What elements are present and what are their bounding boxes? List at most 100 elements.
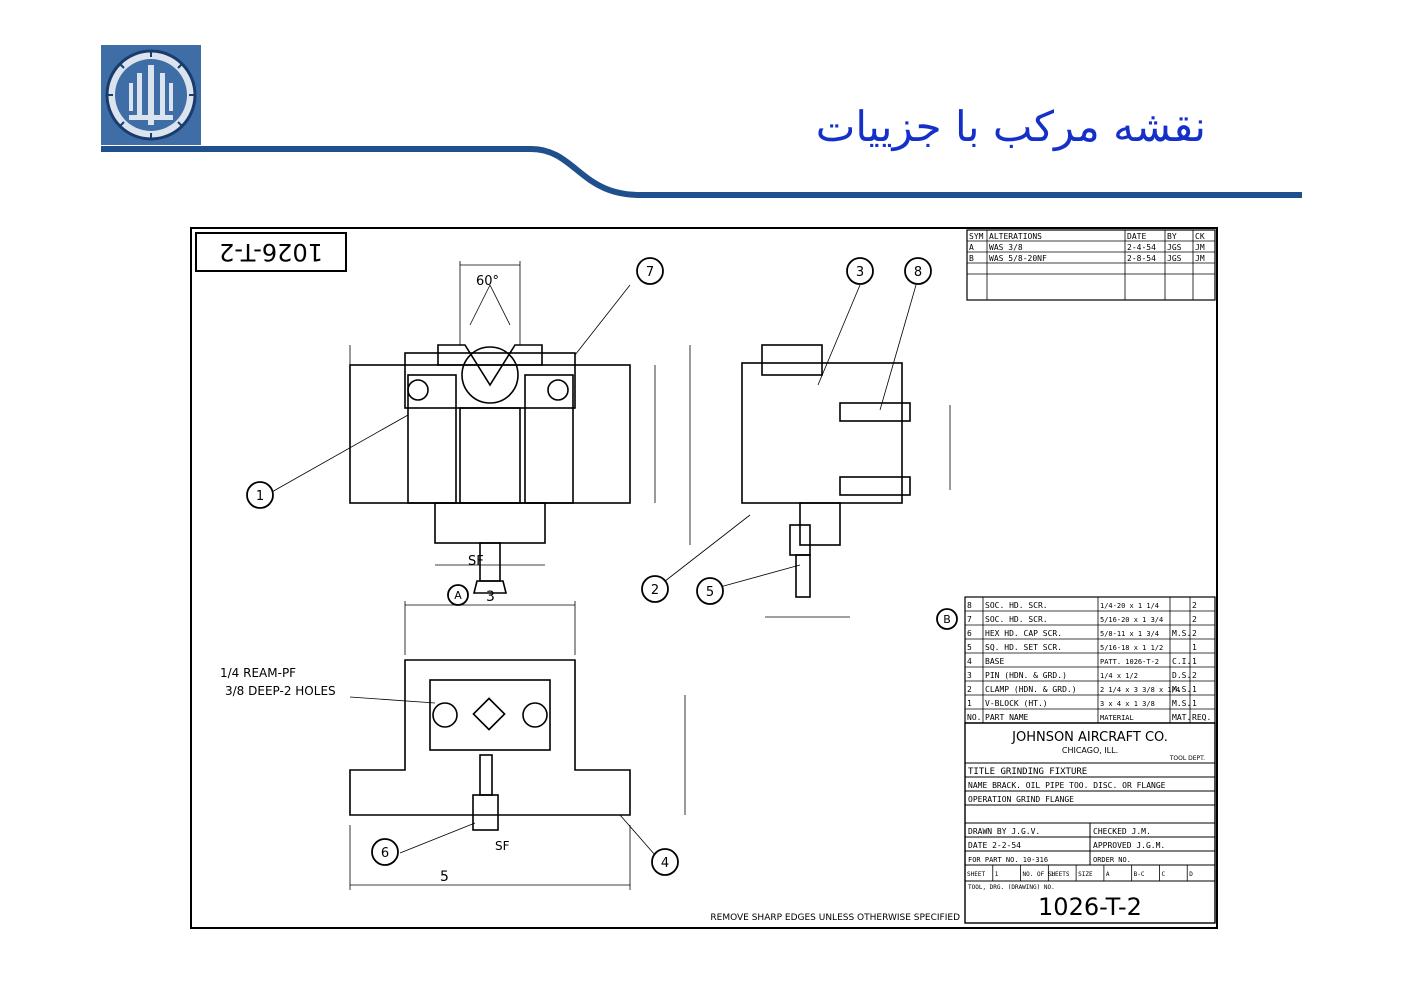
parts-cell: 5/8-11 x 1 3/4 [1100,630,1159,638]
drawing-border [190,227,1218,929]
svg-text:A: A [454,589,462,602]
deep-note: 3/8 DEEP-2 HOLES [225,684,336,698]
revision-header: DATE [1127,232,1146,241]
revision-cell: A [969,243,974,252]
corner-number: 1026-T-2 [219,238,323,266]
for-part: FOR PART NO. 10-316 [968,856,1048,864]
front-view [269,261,656,594]
dim-5: 5 [440,869,449,885]
parts-cell: 8 [967,601,972,610]
parts-cell: 2 1/4 x 3 3/8 x 1/4 [1100,686,1180,694]
revision-cell: 2-4-54 [1127,243,1156,252]
parts-header: MATERIAL [1100,714,1134,722]
parts-header: MAT. [1172,713,1191,722]
assembly-drawing: 1026-T-2 60° SF [190,227,1218,929]
parts-cell: 2 [1192,601,1197,610]
parts-cell: HEX HD. CAP SCR. [985,629,1062,638]
sheet-cell: SHEET [967,871,985,878]
callout-4: 4 [651,848,679,876]
parts-cell: SOC. HD. SCR. [985,601,1048,610]
svg-text:5: 5 [706,585,714,600]
checked-by: CHECKED J.M. [1093,827,1151,836]
parts-cell: 1 [1192,699,1197,708]
tool-label: TOOL, DRG. (DRAWING) NO. [968,884,1055,891]
callout-5: 5 [696,577,724,605]
parts-cell: 1 [967,699,972,708]
sf-note-plan: SF [495,839,510,853]
ream-note: 1/4 REAM-PF [220,666,296,680]
company-city: CHICAGO, ILL. [1062,746,1118,755]
parts-cell: M.S. [1172,685,1191,694]
parts-cell: BASE [985,657,1004,666]
parts-header: NO. [967,713,981,722]
view-label-b: B [936,608,958,630]
revision-cell: JM [1195,254,1205,263]
parts-cell: 1 [1192,657,1197,666]
parts-cell: CLAMP (HDN. & GRD.) [985,685,1077,694]
dept-label: TOOL DEPT. [1169,755,1205,762]
title-line: TITLE GRINDING FIXTURE [968,767,1087,777]
parts-cell: 7 [967,615,972,624]
svg-text:3: 3 [856,265,864,280]
callout-8: 8 [904,257,932,285]
parts-cell: 5/16-18 x 1 1/2 [1100,644,1163,652]
sheet-cell: SIZE [1078,871,1093,878]
svg-text:1: 1 [256,489,264,504]
university-emblem-icon [101,45,201,145]
sheet-cell: 1 [995,871,999,878]
name-line: NAME BRACK. OIL PIPE TOO. DISC. OR FLANG… [968,781,1166,790]
parts-cell: SQ. HD. SET SCR. [985,643,1062,652]
callout-1: 1 [246,481,274,509]
parts-cell: 3 [967,671,972,680]
revision-header: BY [1167,232,1177,241]
sheet-cell: B-C [1134,871,1145,878]
revision-cell: JGS [1167,254,1182,263]
order-no: ORDER NO. [1093,856,1131,864]
parts-cell: PATT. 1026-T-2 [1100,658,1159,666]
parts-cell: 1/4 x 1/2 [1100,672,1138,680]
parts-cell: D.S. [1172,671,1191,680]
revision-cell: JM [1195,243,1205,252]
operation-line: OPERATION GRIND FLANGE [968,795,1074,804]
svg-text:7: 7 [646,265,654,280]
revision-header: CK [1195,232,1205,241]
callout-3: 3 [846,257,874,285]
side-view [659,284,951,618]
parts-cell: V-BLOCK (HT.) [985,699,1048,708]
svg-text:2: 2 [651,583,659,598]
slide-title: نقشه مرکب با جزییات [815,102,1206,151]
view-label-a: A [447,584,469,606]
revision-header: SYM [969,232,984,241]
sheet-cell: D [1189,871,1193,878]
plan-view [349,601,686,890]
parts-header: PART NAME [985,713,1029,722]
parts-cell: 2 [1192,615,1197,624]
parts-cell: C.I. [1172,657,1191,666]
parts-cell: 5 [967,643,972,652]
company-name: JOHNSON AIRCRAFT CO. [1011,730,1168,745]
parts-cell: 1/4-20 x 1 1/4 [1100,602,1159,610]
parts-cell: PIN (HDN. & GRD.) [985,671,1067,680]
footer-note: REMOVE SHARP EDGES UNLESS OTHERWISE SPEC… [710,913,960,923]
parts-cell: 3 x 4 x 1 3/8 [1100,700,1155,708]
corner-number-box: 1026-T-2 [195,232,347,272]
revision-cell: WAS 3/8 [989,243,1023,252]
parts-header: REQ. [1192,713,1211,722]
revision-cell: JGS [1167,243,1182,252]
tool-number: 1026-T-2 [1038,893,1142,921]
sheet-cell: NO. OF SHEETS [1023,871,1070,878]
callout-6: 6 [371,838,399,866]
revision-cell: B [969,254,974,263]
parts-cell: 2 [1192,629,1197,638]
revision-header: ALTERATIONS [989,232,1042,241]
sheet-cell: C [1161,871,1165,878]
sheet-cell: A [1106,871,1110,878]
parts-cell: SOC. HD. SCR. [985,615,1048,624]
svg-text:4: 4 [661,856,669,871]
parts-cell: 2 [1192,671,1197,680]
parts-cell: 6 [967,629,972,638]
parts-cell: 4 [967,657,972,666]
